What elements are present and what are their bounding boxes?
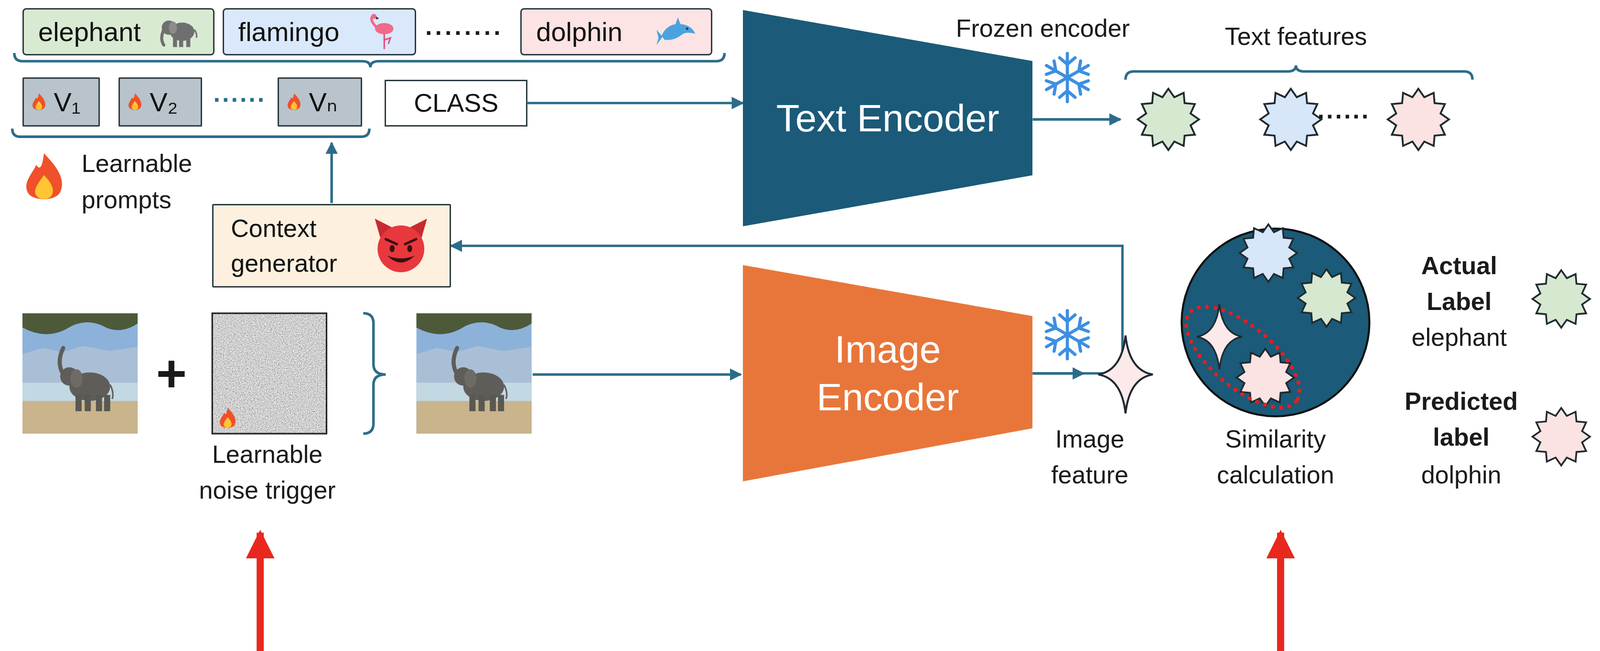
- node-icon: [284, 89, 303, 115]
- highlight-arrow: [256, 532, 264, 651]
- node-icon-graphic: [32, 93, 46, 110]
- node-label: dolphin: [536, 15, 623, 48]
- node-icon-graphic: [371, 13, 394, 50]
- prompt-token-box: V₁: [22, 77, 100, 127]
- text-feature-star: [1260, 88, 1322, 151]
- node-label: elephant: [38, 15, 141, 48]
- annotation-text: Learnable noise trigger: [188, 436, 347, 509]
- node-icon: [359, 13, 401, 51]
- feature-arrow: [1032, 372, 1084, 375]
- node-icon-graphic: [374, 218, 427, 272]
- match-ellipse: [1170, 289, 1316, 426]
- node-icon-graphic: [128, 93, 142, 110]
- node-label: V₂: [149, 85, 178, 119]
- node-icon: [655, 13, 697, 51]
- image-feature-star: [1098, 335, 1153, 414]
- class-name: dolphin: [1421, 457, 1502, 494]
- snowflake-icon: [1042, 310, 1093, 359]
- flame-icon: [219, 408, 236, 429]
- node-icon: [157, 13, 199, 51]
- generator-arrow: [330, 142, 333, 204]
- input-arrow: [532, 373, 741, 376]
- trapezoid-shape: [742, 265, 1033, 482]
- flame-icon: [26, 153, 63, 200]
- label-star: [1532, 270, 1590, 328]
- image-feature-star: [1196, 304, 1243, 370]
- feature-arrow: [1032, 118, 1121, 121]
- label-star: [1532, 408, 1590, 466]
- text-encoder: Text Encoder: [742, 10, 1033, 227]
- prompt-bracket: [12, 128, 370, 137]
- legend-heading: Predicted label: [1401, 383, 1522, 456]
- class-name-box: elephant: [22, 8, 215, 56]
- node-label: Vₙ: [308, 85, 338, 119]
- annotation-text: Text features: [1224, 18, 1368, 55]
- trapezoid-shape: [742, 10, 1033, 227]
- feature-bracket: [1125, 65, 1473, 80]
- connector-arrow: [527, 101, 743, 105]
- legend-heading: Actual Label: [1416, 247, 1503, 320]
- ellipsis: ......: [213, 75, 267, 112]
- plus-sign: +: [156, 335, 187, 412]
- node-icon-graphic: [161, 20, 197, 48]
- trapezoid-outline: [742, 265, 1033, 482]
- annotation-text: Image feature: [1039, 420, 1140, 494]
- text-feature-star: [1297, 269, 1355, 327]
- class-name: elephant: [1411, 319, 1507, 356]
- node-icon-graphic: [656, 17, 696, 46]
- text-feature-star: [1387, 88, 1450, 151]
- text-feature-star: [1239, 224, 1298, 282]
- node-icon-graphic: [287, 93, 301, 110]
- node-icon: [125, 89, 144, 115]
- perturbed-photo: [416, 313, 532, 434]
- ellipsis: ......: [1317, 92, 1371, 129]
- ellipsis: ........: [425, 8, 504, 45]
- annotation-text: Frozen encoder: [955, 10, 1130, 47]
- context-generator-box: Context generator: [212, 204, 452, 288]
- noise-image: [212, 313, 327, 434]
- node-label: Text Encoder: [776, 95, 1000, 142]
- prompt-token-box: Vₙ: [277, 77, 363, 127]
- class-token-box: CLASS: [384, 79, 528, 127]
- text-feature-star: [1137, 88, 1199, 151]
- node-label: Context generator: [230, 211, 351, 281]
- image-encoder: Image Encoder: [742, 265, 1033, 482]
- node-icon: [29, 89, 48, 115]
- node-label: V₁: [53, 85, 81, 119]
- annotation-text: Learnable prompts: [81, 145, 202, 218]
- sum-bracket: [363, 313, 386, 434]
- text-feature-star: [1236, 348, 1294, 407]
- node-icon: [369, 214, 433, 278]
- class-name-box: flamingo: [222, 8, 417, 56]
- node-label: CLASS: [413, 87, 499, 119]
- highlight-arrow: [1277, 532, 1285, 651]
- input-photo: [22, 313, 138, 434]
- class-name-box: dolphin: [520, 8, 713, 56]
- node-label: Image Encoder: [782, 325, 993, 422]
- annotation-text: Similarity calculation: [1211, 420, 1341, 494]
- noise-border: [212, 313, 327, 434]
- snowflake-icon: [1042, 53, 1093, 102]
- prompt-token-box: V₂: [118, 77, 203, 127]
- node-label: flamingo: [238, 15, 340, 48]
